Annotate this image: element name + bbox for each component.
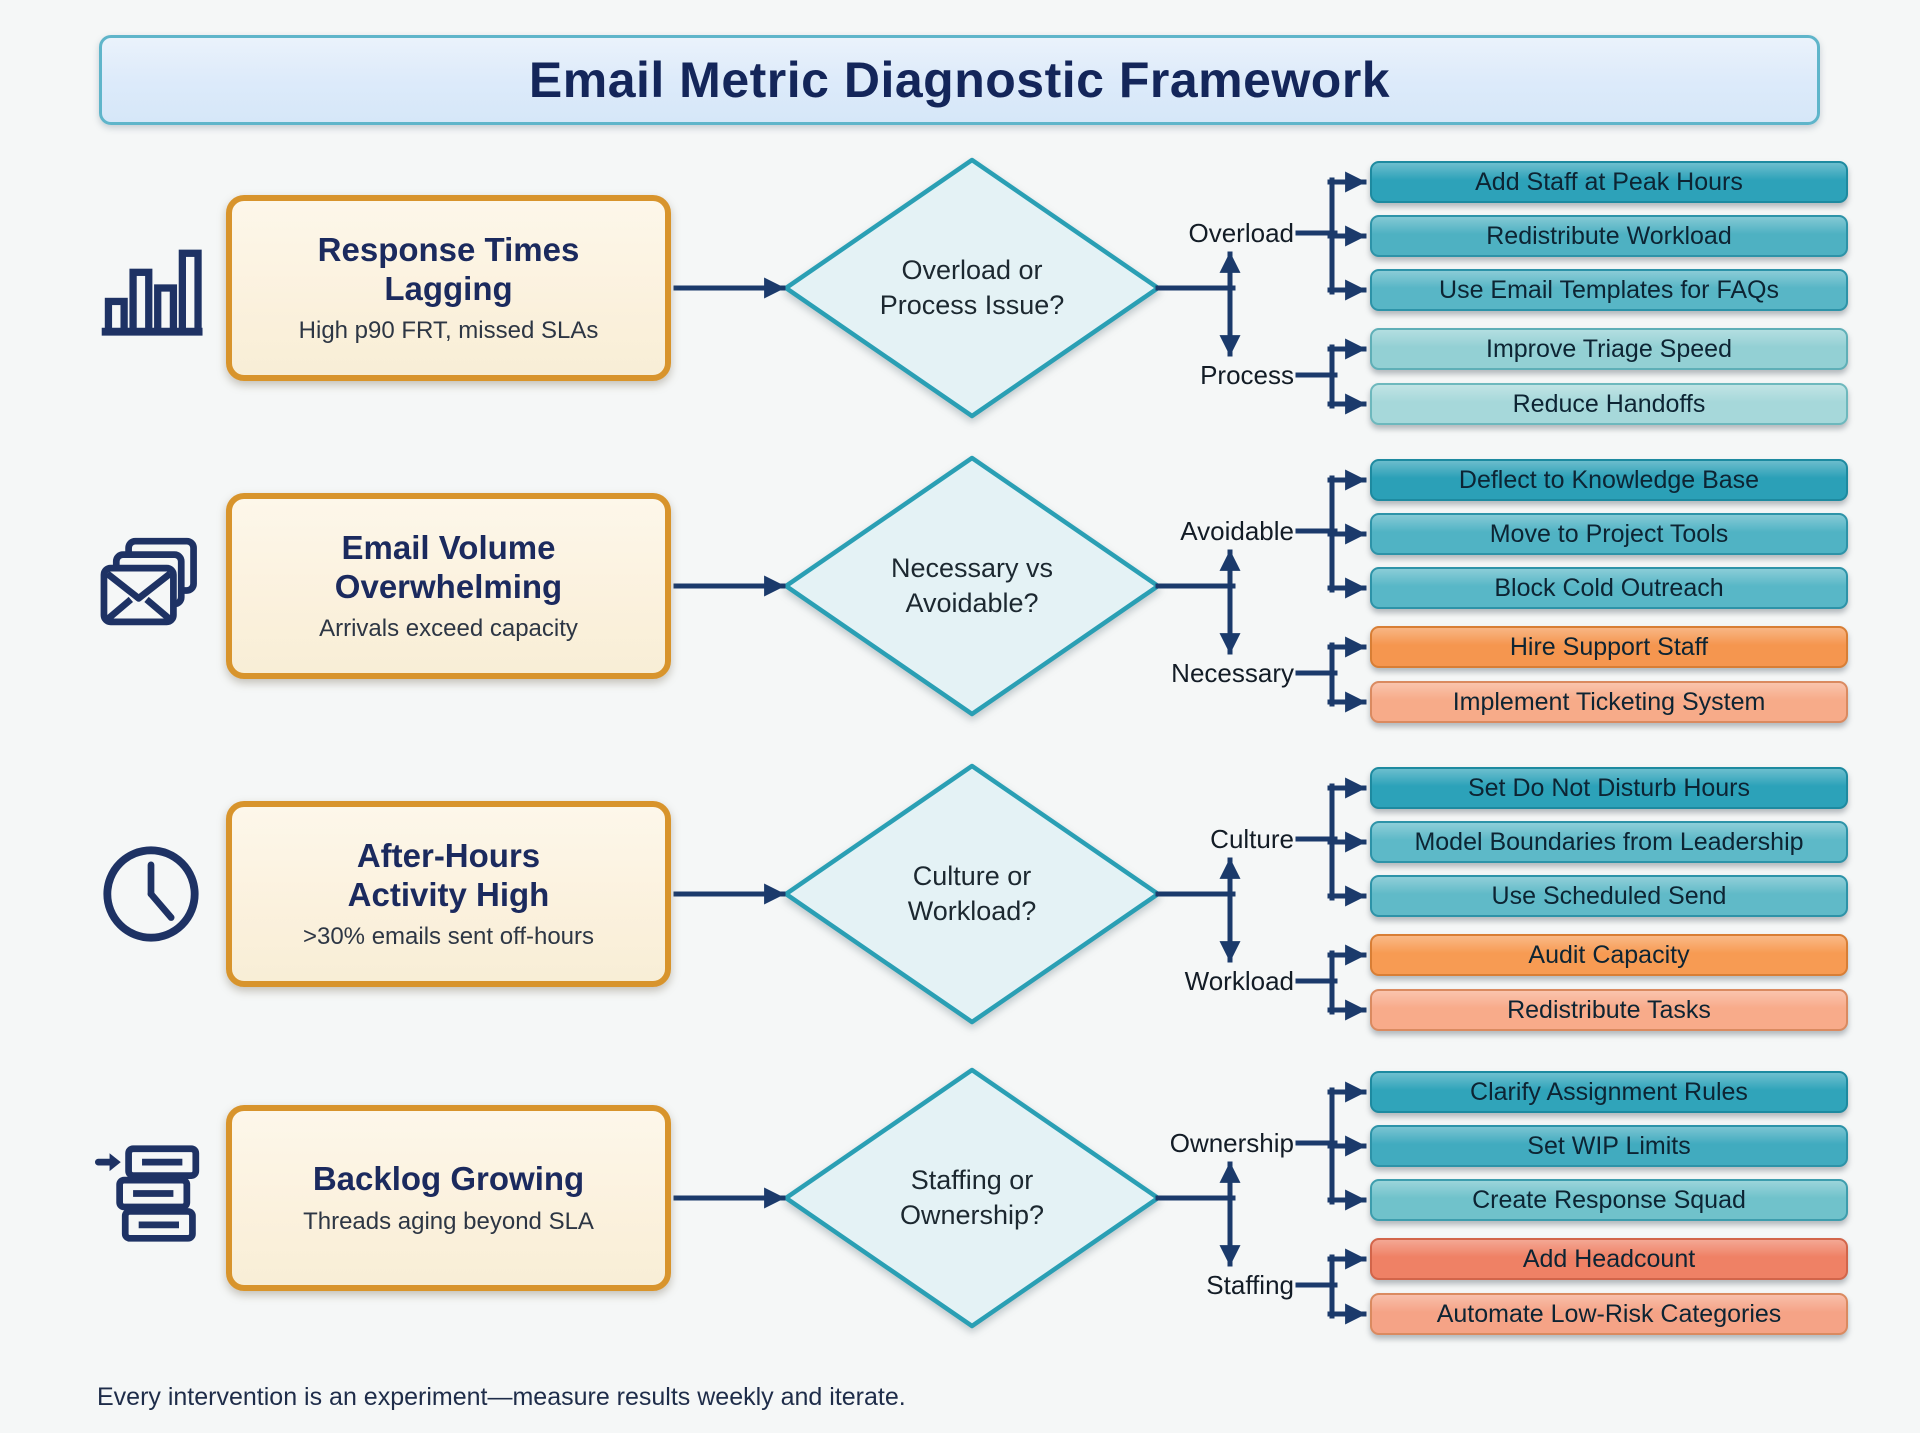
action-box: Redistribute Workload (1370, 215, 1848, 257)
branch-label: Process (1200, 360, 1294, 390)
problem-subtitle: Arrivals exceed capacity (319, 615, 578, 643)
branch-label: Overload (1188, 218, 1295, 248)
action-box: Improve Triage Speed (1370, 328, 1848, 370)
action-box: Implement Ticketing System (1370, 681, 1848, 723)
problem-title: Backlog Growing (312, 1160, 585, 1198)
action-label: Audit Capacity (1528, 940, 1690, 969)
action-label: Improve Triage Speed (1486, 334, 1732, 363)
action-label: Clarify Assignment Rules (1470, 1077, 1748, 1106)
action-box: Redistribute Tasks (1370, 989, 1848, 1031)
page-title: Email Metric Diagnostic Framework (528, 52, 1391, 108)
action-label: Redistribute Tasks (1507, 995, 1711, 1024)
branch-label: Ownership (1169, 1128, 1294, 1158)
action-label: Move to Project Tools (1489, 519, 1729, 548)
action-label: Reduce Handoffs (1512, 389, 1706, 418)
branch-label: Avoidable (1180, 516, 1294, 546)
branch-label: Staffing (1206, 1270, 1294, 1300)
email-stack-icon (95, 530, 207, 642)
action-box: Create Response Squad (1370, 1179, 1848, 1221)
action-box: Model Boundaries from Leadership (1370, 821, 1848, 863)
action-box: Block Cold Outreach (1370, 567, 1848, 609)
action-label: Automate Low-Risk Categories (1436, 1299, 1782, 1328)
action-label: Create Response Squad (1472, 1185, 1746, 1214)
action-box: Hire Support Staff (1370, 626, 1848, 668)
title-banner: Email Metric Diagnostic Framework (99, 35, 1820, 125)
branch-label: Culture (1210, 824, 1294, 854)
action-label: Deflect to Knowledge Base (1458, 465, 1760, 494)
problem-subtitle: >30% emails sent off-hours (302, 923, 595, 951)
action-label: Add Staff at Peak Hours (1475, 167, 1743, 196)
action-box: Audit Capacity (1370, 934, 1848, 976)
action-box: Deflect to Knowledge Base (1370, 459, 1848, 501)
problem-subtitle: Threads aging beyond SLA (303, 1207, 594, 1235)
action-box: Add Headcount (1370, 1238, 1848, 1280)
action-box: Reduce Handoffs (1370, 383, 1848, 425)
action-label: Hire Support Staff (1509, 632, 1709, 661)
action-box: Set Do Not Disturb Hours (1370, 767, 1848, 809)
action-box: Clarify Assignment Rules (1370, 1071, 1848, 1113)
backlog-icon (95, 1142, 207, 1254)
action-box: Move to Project Tools (1370, 513, 1848, 555)
action-label: Add Headcount (1522, 1244, 1696, 1273)
action-box: Add Staff at Peak Hours (1370, 161, 1848, 203)
branch-label: Workload (1184, 966, 1294, 996)
action-label: Redistribute Workload (1486, 221, 1732, 250)
action-label: Use Scheduled Send (1491, 881, 1727, 910)
action-label: Implement Ticketing System (1452, 687, 1766, 716)
action-label: Use Email Templates for FAQs (1439, 275, 1779, 304)
action-box: Use Email Templates for FAQs (1370, 269, 1848, 311)
action-label: Set Do Not Disturb Hours (1467, 773, 1751, 802)
footer-note: Every intervention is an experiment—meas… (97, 1383, 906, 1411)
action-label: Set WIP Limits (1527, 1131, 1691, 1160)
clock-icon (95, 838, 207, 950)
action-label: Block Cold Outreach (1494, 573, 1724, 602)
bar-chart-icon (95, 232, 207, 344)
action-label: Model Boundaries from Leadership (1414, 827, 1804, 856)
action-box: Set WIP Limits (1370, 1125, 1848, 1167)
action-box: Automate Low-Risk Categories (1370, 1293, 1848, 1335)
action-box: Use Scheduled Send (1370, 875, 1848, 917)
problem-subtitle: High p90 FRT, missed SLAs (298, 317, 599, 345)
branch-label: Necessary (1171, 658, 1294, 688)
